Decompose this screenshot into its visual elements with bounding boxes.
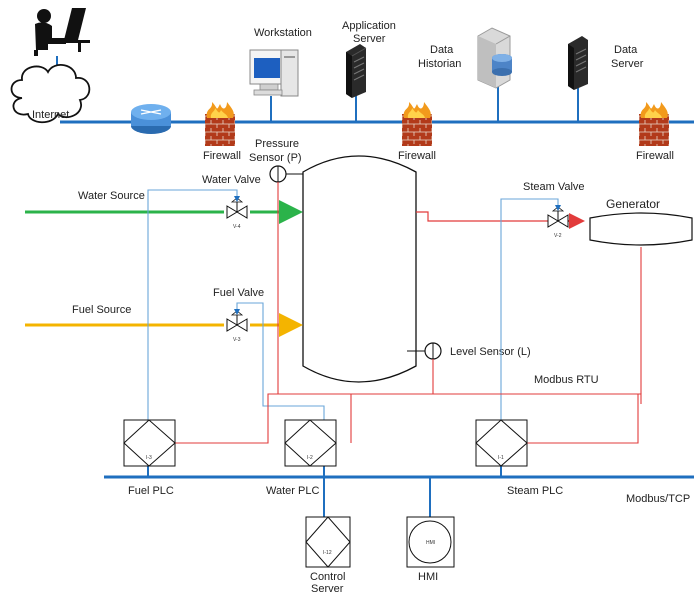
firewall-icon (205, 102, 235, 146)
control-server-label-line1: Control (310, 571, 345, 583)
firewall-3-label: Firewall (636, 150, 674, 162)
data-server-label-line1: Data (614, 44, 638, 56)
application-server-label-line1: Application (342, 20, 396, 32)
control-server-icon (305, 516, 351, 568)
fuel-plc-label: Fuel PLC (128, 485, 174, 497)
pressure-sensor-label-line2: Sensor (P) (249, 152, 302, 164)
firewall-2-label: Firewall (398, 150, 436, 162)
application-server-label-line2: Server (353, 33, 386, 45)
internet-cloud-icon (10, 64, 91, 124)
level-sensor-label: Level Sensor (L) (450, 346, 531, 358)
firewall-icon (402, 102, 432, 146)
hmi-label: HMI (418, 571, 438, 583)
hmi-tag: HMI (426, 540, 435, 546)
data-server-icon (568, 36, 588, 90)
control-server-label-line2: Server (311, 583, 344, 593)
hmi-icon (406, 516, 455, 568)
fuel-plc-icon (123, 419, 176, 467)
modbus-rtu-wiring (175, 182, 642, 444)
router-icon (131, 104, 171, 134)
firewall-icon (639, 102, 669, 146)
steam-plc-icon (475, 419, 528, 467)
data-historian-icon (477, 27, 512, 89)
pressure-sensor-label-line1: Pressure (255, 138, 299, 150)
data-historian-label-line2: Historian (418, 58, 461, 70)
data-server-label-line2: Server (611, 58, 644, 70)
water-plc-label: Water PLC (266, 485, 319, 497)
boiler-tank (302, 155, 417, 383)
fuel-source-label: Fuel Source (72, 304, 131, 316)
workstation-icon (249, 49, 299, 97)
steam-plc-tag: I-1 (498, 455, 504, 461)
water-plc-tag: I-2 (307, 455, 313, 461)
fuel-valve-icon (226, 310, 248, 332)
application-server-icon (346, 44, 367, 98)
fuel-valve-label: Fuel Valve (213, 287, 264, 299)
workstation-label: Workstation (254, 27, 312, 39)
steam-plc-label: Steam PLC (507, 485, 563, 497)
water-valve-tag: V-4 (233, 224, 241, 230)
fuel-valve-tag: V-3 (233, 337, 241, 343)
control-signal-wires (147, 189, 559, 420)
water-source-label: Water Source (78, 190, 145, 202)
steam-valve-icon (547, 206, 569, 228)
user-computer-icon (34, 8, 90, 56)
modbus-tcp-label: Modbus/TCP (626, 493, 690, 505)
water-plc-icon (284, 419, 337, 467)
firewall-1-label: Firewall (203, 150, 241, 162)
steam-line (416, 211, 548, 222)
water-valve-label: Water Valve (202, 174, 261, 186)
generator-icon (589, 212, 693, 246)
data-historian-label-line1: Data (430, 44, 454, 56)
steam-valve-label: Steam Valve (523, 181, 585, 193)
control-server-tag: I-12 (323, 550, 332, 556)
internet-label: Internet (32, 109, 69, 121)
modbus-rtu-label: Modbus RTU (534, 374, 599, 386)
fuel-plc-tag: I-3 (146, 455, 152, 461)
steam-valve-tag: V-2 (554, 233, 562, 239)
generator-label: Generator (606, 197, 660, 211)
